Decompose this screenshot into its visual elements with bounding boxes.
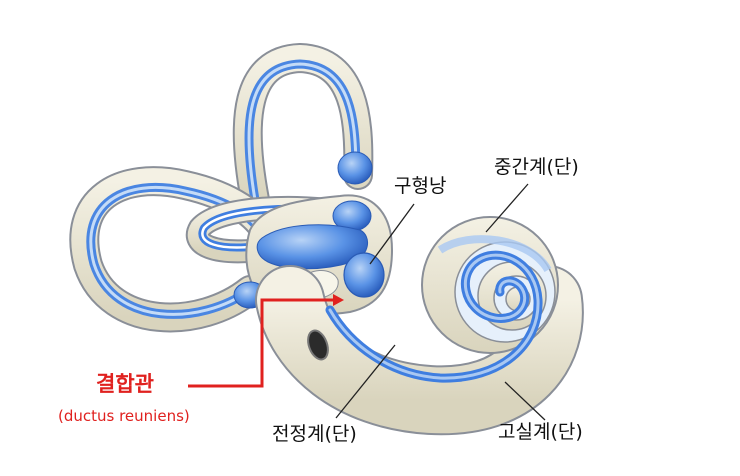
ductus-reuniens-pointer bbox=[188, 294, 344, 388]
scala-media-label: 중간계(단) bbox=[494, 156, 579, 178]
scala-tympani-label: 고실계(단) bbox=[498, 421, 583, 443]
cochlea bbox=[255, 216, 584, 436]
ductus-reuniens-latin: (ductus reuniens) bbox=[58, 407, 190, 425]
scala-vestibuli-label: 전정계(단) bbox=[272, 423, 357, 445]
leader-lines bbox=[335, 183, 546, 421]
scala-tympani-leader bbox=[504, 381, 546, 421]
utricle-leader bbox=[369, 203, 415, 265]
scala-vestibuli-leader bbox=[335, 344, 396, 419]
utricle-label: 구형낭 bbox=[394, 175, 447, 197]
ductus-reuniens-label: 결합관 bbox=[96, 372, 154, 396]
scala-media-leader bbox=[485, 183, 529, 233]
